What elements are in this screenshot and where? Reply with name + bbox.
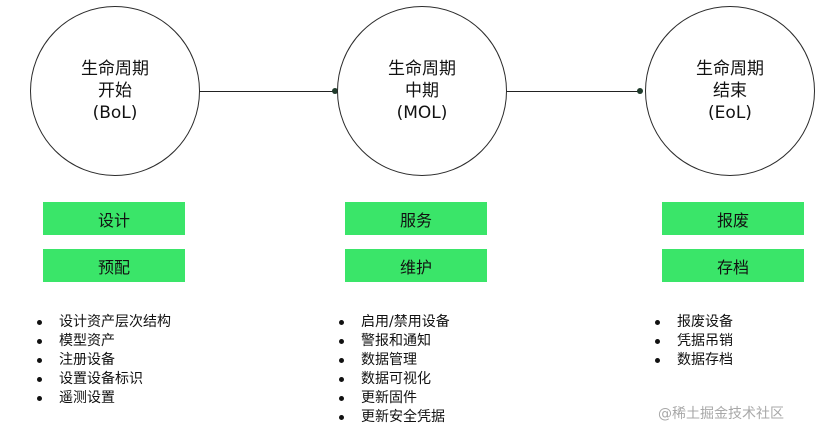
list-item: 注册设备 xyxy=(33,351,171,370)
phase-title-line: (EoL) xyxy=(708,103,752,123)
list-item: 凭据吊销 xyxy=(651,332,733,351)
activity-box-design: 设计 xyxy=(43,202,185,235)
phase-title-line: 结束 xyxy=(713,81,747,101)
list-item: 模型资产 xyxy=(33,332,171,351)
phase-circle-eol: 生命周期 结束 (EoL) xyxy=(645,6,815,176)
phase-circle-mol: 生命周期 中期 (MOL) xyxy=(337,6,507,176)
list-item: 遥测设置 xyxy=(33,389,171,408)
list-item: 警报和通知 xyxy=(335,332,450,351)
list-item: 设计资产层次结构 xyxy=(33,313,171,332)
task-list-mol: 启用/禁用设备 警报和通知 数据管理 数据可视化 更新固件 更新安全凭据 xyxy=(335,313,450,427)
list-item: 更新安全凭据 xyxy=(335,408,450,427)
list-item: 启用/禁用设备 xyxy=(335,313,450,332)
task-list-bol: 设计资产层次结构 模型资产 注册设备 设置设备标识 遥测设置 xyxy=(33,313,171,408)
phase-title-line: 生命周期 xyxy=(388,59,456,79)
phase-title-line: 生命周期 xyxy=(81,59,149,79)
list-item: 报废设备 xyxy=(651,313,733,332)
watermark-text: @稀土掘金技术社区 xyxy=(658,406,784,422)
list-item: 数据存档 xyxy=(651,351,733,370)
activity-box-archive: 存档 xyxy=(662,249,804,282)
activity-box-maintenance: 维护 xyxy=(345,249,487,282)
activity-box-service: 服务 xyxy=(345,202,487,235)
connector-mol-eol xyxy=(506,91,640,92)
task-list-eol: 报废设备 凭据吊销 数据存档 xyxy=(651,313,733,370)
list-item: 更新固件 xyxy=(335,389,450,408)
connector-bol-mol xyxy=(199,91,335,92)
list-item: 数据可视化 xyxy=(335,370,450,389)
activity-box-retire: 报废 xyxy=(662,202,804,235)
phase-title-line: 开始 xyxy=(98,81,132,101)
connector-dot-eol xyxy=(637,88,643,94)
activity-box-provision: 预配 xyxy=(43,249,185,282)
connector-dot-mol xyxy=(332,88,338,94)
phase-title-line: 中期 xyxy=(405,81,439,101)
phase-title-line: (BoL) xyxy=(92,103,138,123)
phase-title-line: 生命周期 xyxy=(696,59,764,79)
phase-circle-bol: 生命周期 开始 (BoL) xyxy=(30,6,200,176)
list-item: 设置设备标识 xyxy=(33,370,171,389)
phase-title-line: (MOL) xyxy=(396,103,448,123)
list-item: 数据管理 xyxy=(335,351,450,370)
